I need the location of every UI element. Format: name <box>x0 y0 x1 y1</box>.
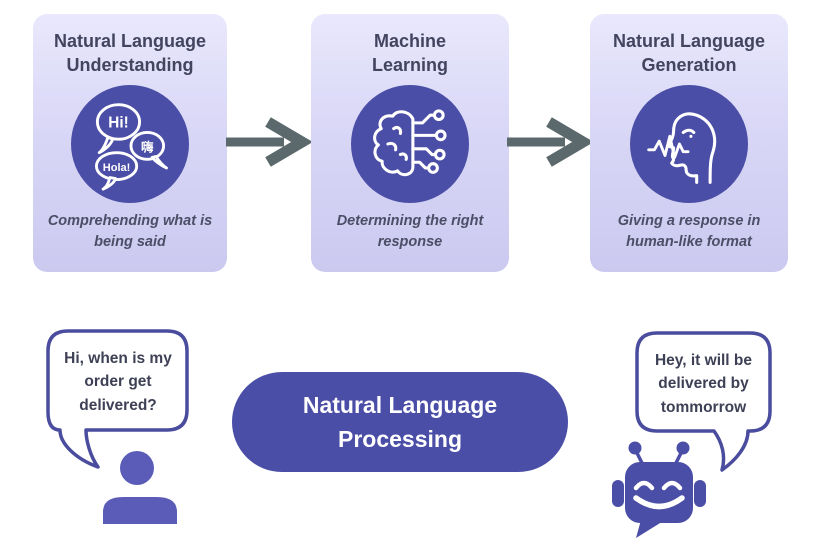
bubble-label-hola: Hola! <box>103 162 131 174</box>
bubble-label-chinese: 嗨 <box>141 140 154 155</box>
card-caption: Giving a response in human-like format <box>617 212 761 251</box>
card-caption: Determining the right response <box>336 212 484 251</box>
card-title: Natural Language Generation <box>612 31 766 75</box>
nlp-pill: Natural Language Processing <box>232 372 568 472</box>
card-caption: Comprehending what is being said <box>47 212 213 251</box>
card-title: Natural Language Understanding <box>53 31 207 75</box>
brain-circuit-icon <box>351 85 469 203</box>
card-natural-language-generation: Natural Language Generation Giving a res… <box>590 14 788 272</box>
person-icon <box>100 448 180 526</box>
bot-speech-bubble: Hey, it will be delivered by tommorrow <box>628 326 778 476</box>
card-machine-learning: Machine Learning Deter <box>311 14 509 272</box>
talking-head-icon <box>630 85 748 203</box>
speech-bubbles-icon: Hi! 嗨 Hola! <box>71 85 189 203</box>
arrow-right-icon <box>503 112 603 172</box>
robot-icon <box>603 438 715 540</box>
user-bubble-text: Hi, when is my order get delivered? <box>64 350 172 414</box>
arrow-right-icon <box>222 112 322 172</box>
card-natural-language-understanding: Natural Language Understanding Hi! 嗨 Hol… <box>33 14 227 272</box>
bubble-label-hi: Hi! <box>108 115 128 132</box>
card-title: Machine Learning <box>371 31 448 75</box>
user-speech-bubble: Hi, when is my order get delivered? <box>40 326 200 476</box>
bot-bubble-text: Hey, it will be delivered by tommorrow <box>654 352 753 416</box>
